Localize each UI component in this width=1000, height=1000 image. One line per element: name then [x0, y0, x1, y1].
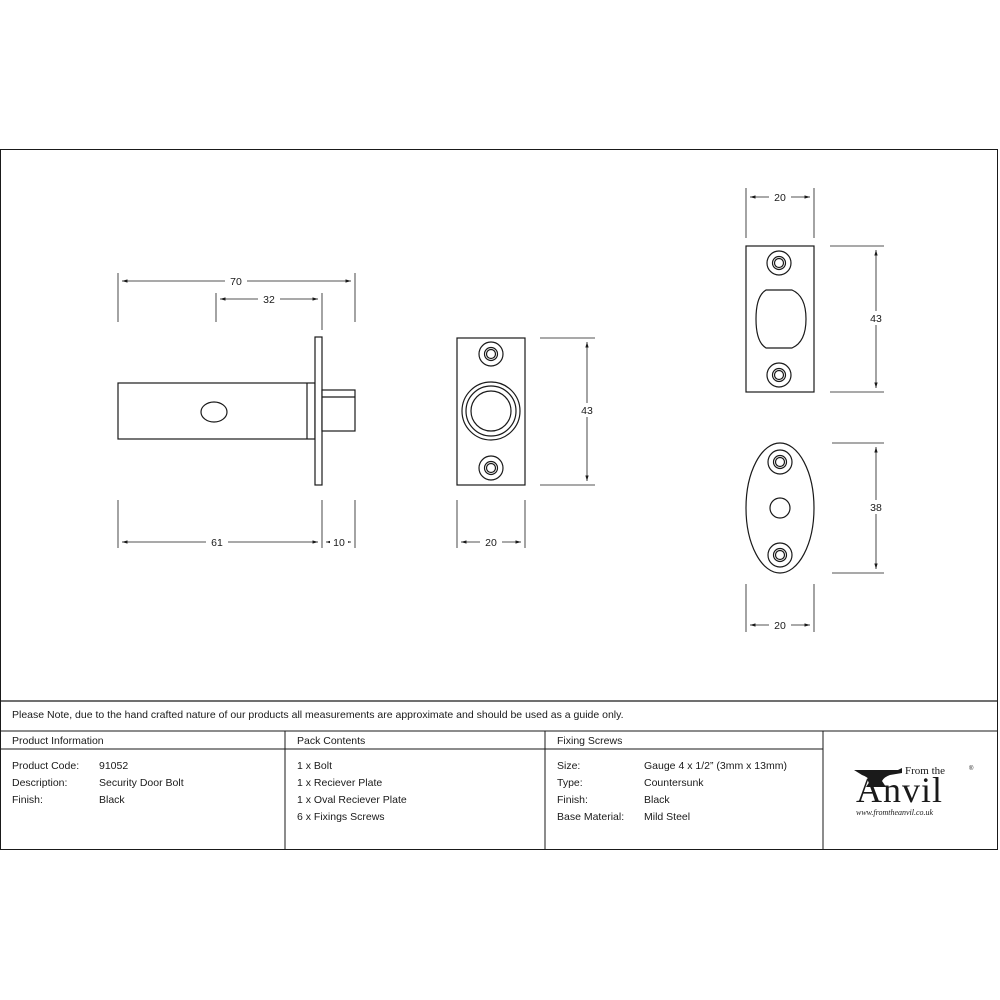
drawing-sheet — [0, 149, 998, 850]
receiver-plate — [456, 337, 526, 486]
dim-receiver-width: 20 — [485, 537, 497, 549]
screw-size-label: Size: — [557, 760, 581, 772]
dim-bolt-throw: 32 — [263, 294, 275, 306]
dim-strike-height: 43 — [870, 313, 882, 325]
logo-from-the: From the — [905, 765, 946, 777]
dim-bolt-forend: 10 — [333, 537, 345, 549]
screw-size-value: Gauge 4 x 1/2” (3mm x 13mm) — [644, 760, 787, 772]
screw-finish-label: Finish: — [557, 794, 588, 806]
bolt-side-view — [117, 336, 356, 486]
dim-bolt-total: 70 — [230, 276, 242, 288]
strike-plate — [745, 245, 815, 393]
dim-strike-width: 20 — [774, 192, 786, 204]
base-material-label: Base Material: — [557, 811, 625, 823]
dim-bolt-case: 61 — [211, 537, 223, 549]
fixing-screws-section: Fixing Screws Size: Gauge 4 x 1/2” (3mm … — [546, 731, 824, 850]
pack-item: 1 x Oval Reciever Plate — [297, 794, 407, 806]
finish-label: Finish: — [12, 794, 43, 806]
strike-dimension-lines — [745, 188, 884, 393]
pack-contents-heading: Pack Contents — [297, 735, 366, 747]
product-info-section: Product Information Product Code: 91052 … — [1, 731, 285, 850]
pack-item: 6 x Fixings Screws — [297, 811, 385, 823]
anvil-icon — [854, 768, 902, 787]
product-code-value: 91052 — [99, 760, 129, 772]
screw-type-label: Type: — [557, 777, 583, 789]
logo-registered: ® — [969, 766, 974, 772]
dim-oval-width: 20 — [774, 620, 786, 632]
product-info-heading: Product Information — [12, 735, 104, 747]
from-the-anvil-logo: From the Anvil ® www.fromtheanvil.co.uk — [848, 765, 978, 825]
dim-oval-height: 38 — [870, 502, 882, 514]
description-label: Description: — [12, 777, 68, 789]
oval-receiver-plate — [745, 442, 815, 574]
pack-item: 1 x Bolt — [297, 760, 333, 772]
logo-url: www.fromtheanvil.co.uk — [856, 808, 934, 817]
base-material-value: Mild Steel — [644, 811, 691, 823]
dim-receiver-height: 43 — [581, 405, 593, 417]
measurement-note: Please Note, due to the hand crafted nat… — [12, 709, 624, 721]
screw-type-value: Countersunk — [644, 777, 704, 789]
info-table: Product Information Product Code: 91052 … — [1, 731, 998, 850]
pack-contents-section: Pack Contents 1 x Bolt 1 x Reciever Plat… — [286, 731, 546, 850]
pack-item: 1 x Reciever Plate — [297, 777, 383, 789]
description-value: Security Door Bolt — [99, 777, 184, 789]
product-code-label: Product Code: — [12, 760, 80, 772]
finish-value: Black — [99, 794, 125, 806]
fixing-screws-heading: Fixing Screws — [557, 735, 623, 747]
logo-name: Anvil — [856, 770, 944, 810]
screw-finish-value: Black — [644, 794, 670, 806]
